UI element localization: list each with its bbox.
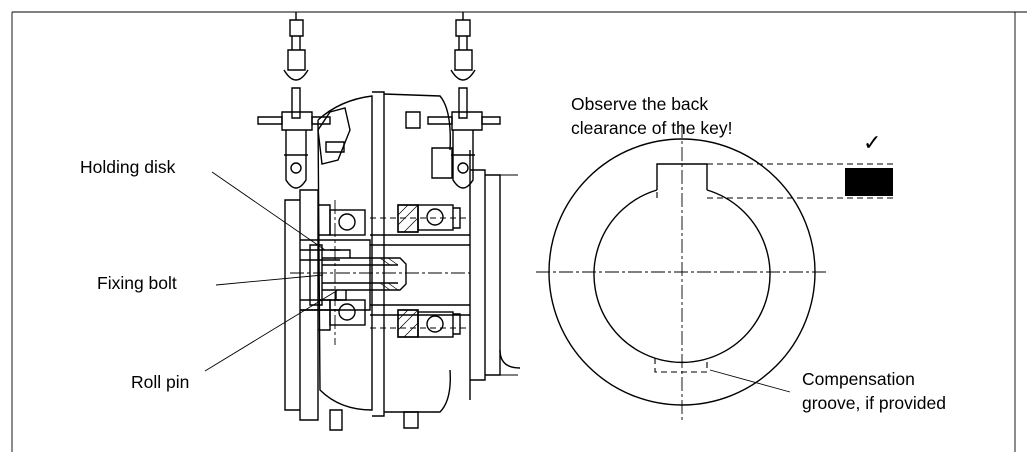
- compensation-leader: [709, 369, 791, 393]
- holding-disk-leader: [211, 171, 326, 251]
- check-mark-icon: ✓: [863, 130, 882, 155]
- lifting-chain-left: [257, 12, 331, 189]
- label-compensation-1: Compensation: [802, 369, 915, 389]
- leader-lines: [204, 171, 791, 393]
- key-block: [845, 168, 893, 196]
- shaft-assembly: [300, 234, 470, 316]
- label-back-clearance-1: Observe the back: [571, 94, 709, 114]
- fixing-bolt-leader: [215, 274, 324, 286]
- compensation-groove: [654, 358, 708, 373]
- roll-pin-leader: [204, 289, 339, 372]
- label-roll-pin: Roll pin: [131, 372, 190, 392]
- key-projection: [656, 163, 893, 199]
- gear-unit-section: [257, 12, 521, 431]
- label-back-clearance-2: clearance of the key!: [571, 118, 733, 138]
- housing: [284, 91, 521, 431]
- label-compensation-2: groove, if provided: [802, 393, 946, 413]
- hatched-parts: [397, 204, 419, 338]
- frame: [11, 11, 1027, 452]
- lifting-chain-right: [427, 12, 501, 189]
- keyway-section: [370, 217, 470, 329]
- label-holding-disk: Holding disk: [80, 157, 176, 177]
- label-fixing-bolt: Fixing bolt: [97, 273, 177, 293]
- hub-key-detail: [536, 124, 893, 420]
- bearings: [318, 204, 461, 338]
